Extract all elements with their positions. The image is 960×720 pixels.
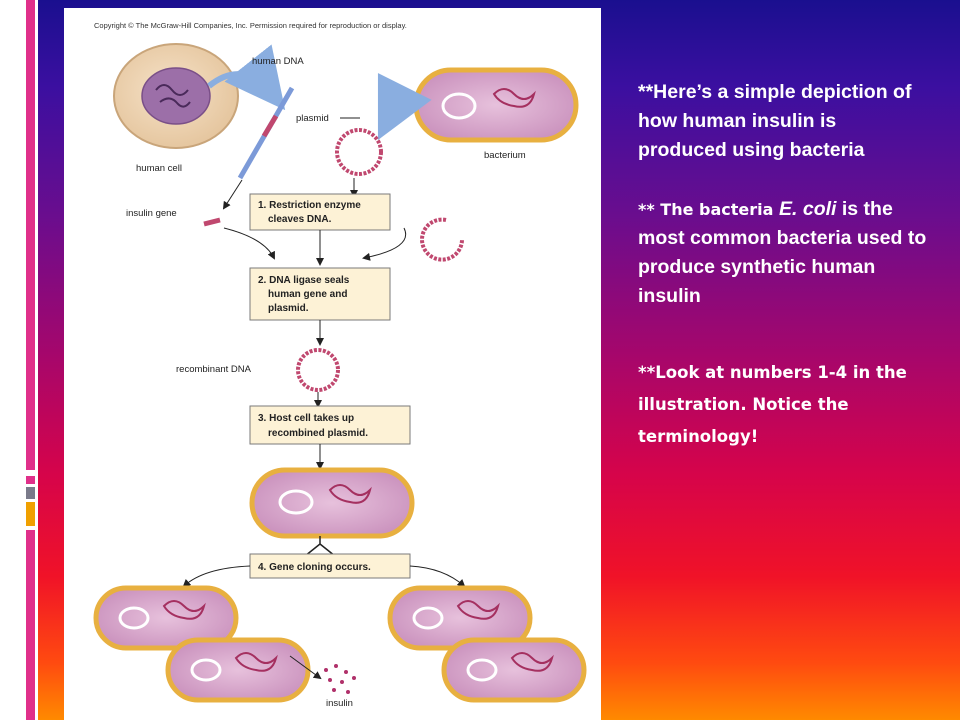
- step-2-line-2: human gene and: [268, 289, 347, 300]
- arrow-to-insulin-gene: [222, 179, 243, 210]
- clone-bacterium-1: [93, 585, 239, 651]
- copyright-text: Copyright © The McGraw-Hill Companies, I…: [94, 21, 407, 30]
- caption-paragraph-3: **Look at numbers 1-4 in the illustratio…: [638, 363, 907, 446]
- label-human-cell: human cell: [136, 163, 182, 174]
- caption-species: E. coli: [779, 198, 837, 220]
- step-1-line-2: cleaves DNA.: [268, 214, 332, 225]
- arrow-cut-plasmid: [362, 227, 406, 261]
- caption-text-block: **Here’s a simple depiction of how human…: [638, 78, 928, 453]
- step-4-box: 4. Gene cloning occurs.: [249, 553, 411, 579]
- step-1-line-1: 1. Restriction enzyme: [258, 200, 361, 211]
- plasmid-extraction-arrow: [377, 73, 432, 141]
- clone-bacterium-2: [165, 637, 311, 703]
- caption-para2-rest: is the most common bacteria used to prod…: [638, 198, 927, 307]
- deco-square-orange: [26, 502, 35, 526]
- recombinant-plasmid: [296, 348, 340, 392]
- arrow-step4-right: [409, 565, 466, 588]
- deco-bar-pink-top: [26, 0, 35, 470]
- caption-paragraph-1: **Here’s a simple depiction of how human…: [638, 81, 912, 161]
- insulin-production-figure: Copyright © The McGraw-Hill Companies, I…: [64, 8, 601, 720]
- label-human-dna: human DNA: [252, 56, 304, 67]
- label-plasmid: plasmid: [296, 113, 329, 124]
- label-recombinant-dna: recombinant DNA: [176, 364, 252, 375]
- step-2-box: 2. DNA ligase seals human gene and plasm…: [249, 267, 391, 321]
- arrow-gene-to-step2: [223, 227, 275, 260]
- deco-square-gray: [26, 487, 35, 499]
- left-decoration: [0, 0, 38, 720]
- figure-svg: Copyright © The McGraw-Hill Companies, I…: [93, 21, 587, 709]
- insulin-molecules: [324, 664, 356, 694]
- caption-paragraph-2: ** The bacteria E. coli is the most comm…: [638, 195, 928, 311]
- step-3-line-1: 3. Host cell takes up: [258, 413, 354, 424]
- cut-plasmid: [420, 217, 464, 262]
- deco-bar-pink-bottom: [26, 530, 35, 720]
- step-1-box: 1. Restriction enzyme cleaves DNA.: [249, 193, 391, 231]
- step-3-line-2: recombined plasmid.: [268, 428, 368, 439]
- caption-para2-prefix: ** The bacteria: [638, 200, 780, 219]
- deco-square-pink: [26, 476, 35, 484]
- step-4-line-1: 4. Gene cloning occurs.: [258, 562, 371, 573]
- human-dna-strand: [237, 86, 295, 180]
- label-insulin: insulin: [326, 698, 353, 709]
- plasmid-ring: [335, 128, 383, 176]
- human-cell: [113, 43, 239, 149]
- step-3-box: 3. Host cell takes up recombined plasmid…: [249, 405, 411, 445]
- dna-extraction-arrow: [207, 44, 286, 111]
- insulin-gene-fragment: [203, 217, 221, 227]
- arrow-step4-left: [182, 565, 251, 588]
- arrow-to-insulin: [289, 655, 322, 680]
- step-2-line-1: 2. DNA ligase seals: [258, 275, 350, 286]
- bacterium-top: [413, 67, 579, 143]
- step-2-line-3: plasmid.: [268, 303, 309, 314]
- label-bacterium: bacterium: [484, 150, 526, 161]
- host-bacterium: [249, 467, 415, 539]
- clone-bacterium-4: [441, 637, 587, 703]
- label-insulin-gene: insulin gene: [126, 208, 177, 219]
